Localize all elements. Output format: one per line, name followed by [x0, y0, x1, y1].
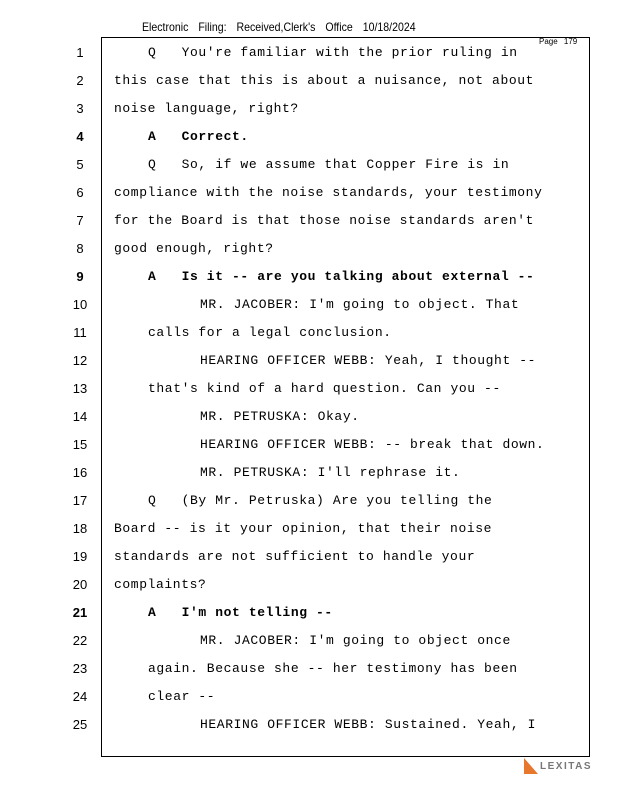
line-number: 9	[76, 269, 84, 284]
line-number: 20	[72, 577, 88, 592]
logo-mark-icon	[524, 758, 538, 774]
transcript-line: A Correct.	[148, 129, 249, 144]
transcript-line: A I'm not telling --	[148, 605, 333, 620]
line-number: 21	[72, 605, 88, 620]
line-number: 8	[76, 241, 84, 256]
line-number: 12	[72, 353, 88, 368]
transcript-line: again. Because she -- her testimony has …	[148, 661, 518, 676]
lexitas-logo: LEXITAS	[524, 758, 592, 774]
line-number: 25	[72, 717, 88, 732]
transcript-line: MR. JACOBER: I'm going to object once	[200, 633, 511, 648]
line-number: 7	[76, 213, 84, 228]
transcript-line: complaints?	[114, 577, 207, 592]
transcript-line: MR. PETRUSKA: Okay.	[200, 409, 360, 424]
line-number: 22	[72, 633, 88, 648]
transcript-line: this case that this is about a nuisance,…	[114, 73, 535, 88]
line-number: 16	[72, 465, 88, 480]
transcript-line: Board -- is it your opinion, that their …	[114, 521, 493, 536]
line-number: 11	[73, 325, 87, 340]
logo-text: LEXITAS	[540, 760, 592, 772]
transcript-line: clear --	[148, 689, 216, 704]
line-number: 3	[76, 101, 84, 116]
transcript-frame	[101, 37, 590, 757]
transcript-line: A Is it -- are you talking about externa…	[148, 269, 535, 284]
transcript-line: compliance with the noise standards, you…	[114, 185, 543, 200]
line-number: 2	[76, 73, 84, 88]
line-number: 6	[76, 185, 84, 200]
transcript-line: standards are not sufficient to handle y…	[114, 549, 476, 564]
transcript-line: HEARING OFFICER WEBB: -- break that down…	[200, 437, 545, 452]
transcript-line: MR. JACOBER: I'm going to object. That	[200, 297, 520, 312]
transcript-line: noise language, right?	[114, 101, 299, 116]
filing-header: Electronic Filing: Received,Clerk's Offi…	[142, 20, 416, 34]
transcript-line: calls for a legal conclusion.	[148, 325, 392, 340]
line-number: 5	[76, 157, 84, 172]
line-number: 18	[72, 521, 88, 536]
transcript-line: Q So, if we assume that Copper Fire is i…	[148, 157, 510, 172]
transcript-line: good enough, right?	[114, 241, 274, 256]
line-number: 1	[76, 45, 84, 60]
transcript-line: that's kind of a hard question. Can you …	[148, 381, 501, 396]
line-number: 19	[72, 549, 88, 564]
line-number: 24	[72, 689, 88, 704]
line-number: 4	[76, 129, 84, 144]
transcript-line: Q (By Mr. Petruska) Are you telling the	[148, 493, 493, 508]
transcript-line: Q You're familiar with the prior ruling …	[148, 45, 518, 60]
transcript-line: MR. PETRUSKA: I'll rephrase it.	[200, 465, 461, 480]
transcript-line: for the Board is that those noise standa…	[114, 213, 535, 228]
line-number: 14	[72, 409, 88, 424]
line-number: 17	[72, 493, 88, 508]
line-number: 23	[72, 661, 88, 676]
line-number: 15	[72, 437, 88, 452]
page-number: Page 179	[539, 37, 578, 46]
transcript-line: HEARING OFFICER WEBB: Yeah, I thought --	[200, 353, 537, 368]
transcript-line: HEARING OFFICER WEBB: Sustained. Yeah, I	[200, 717, 537, 732]
line-number: 13	[72, 381, 88, 396]
line-number: 10	[72, 297, 88, 312]
